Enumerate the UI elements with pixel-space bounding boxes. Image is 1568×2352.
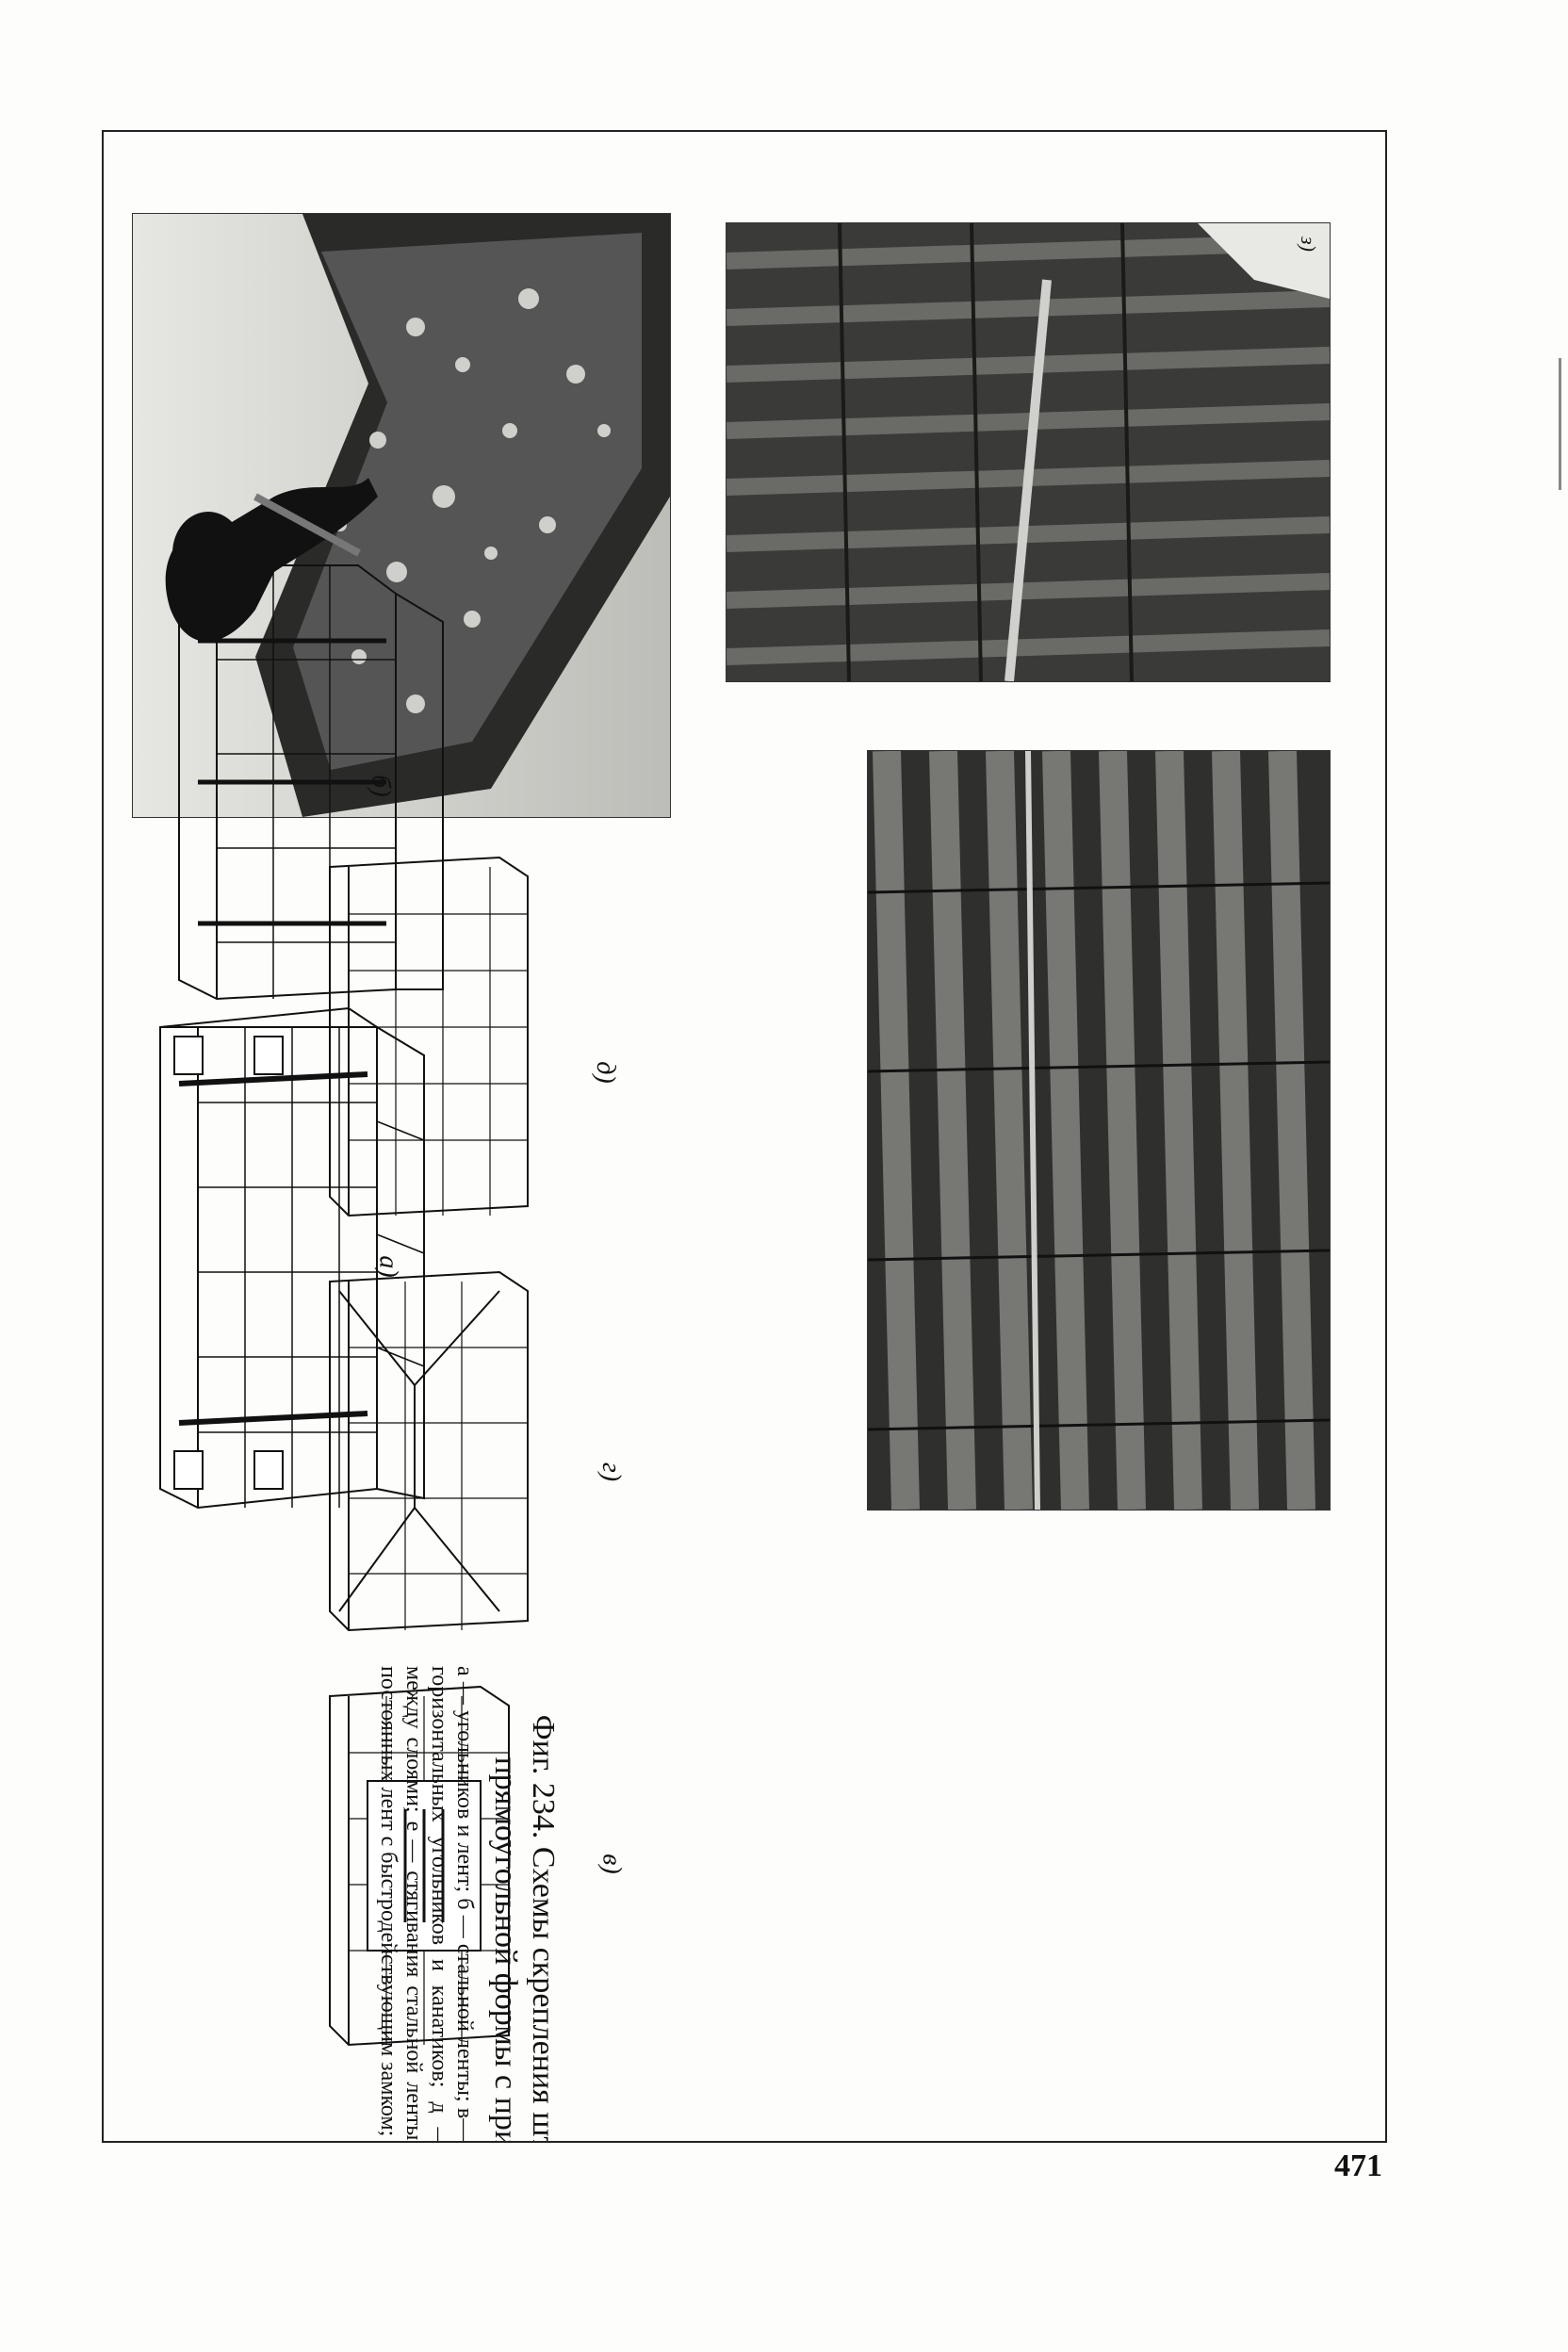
figure-frame xyxy=(102,130,1387,2143)
diagram-d xyxy=(329,856,529,1217)
label-b: б) xyxy=(366,775,396,797)
caption-title: Фиг. 234. Схемы скрепления штучных грузо… xyxy=(488,1714,561,2141)
label-g: г) xyxy=(596,1462,627,1482)
label-d: д) xyxy=(590,1061,620,1084)
label-v: в) xyxy=(596,1854,627,1874)
diagram-g xyxy=(329,1270,529,1632)
edge-mark xyxy=(1559,358,1561,490)
photo-strapped-stack xyxy=(726,222,1331,682)
diagram-b xyxy=(178,564,444,1001)
photo-strapping-worker xyxy=(132,213,671,818)
caption-description: а — угольников и лент; б — стальной лент… xyxy=(376,1666,477,2141)
page-number: 471 xyxy=(1334,2148,1382,2183)
figure-plate: а) б) xyxy=(104,132,1385,2141)
label-z: з) xyxy=(1296,237,1320,252)
diagram-v xyxy=(329,1685,510,2047)
figure-caption: Фиг. 234. Схемы скрепления штучных грузо… xyxy=(279,1666,562,2141)
photo-bar-stack xyxy=(867,750,1331,1511)
